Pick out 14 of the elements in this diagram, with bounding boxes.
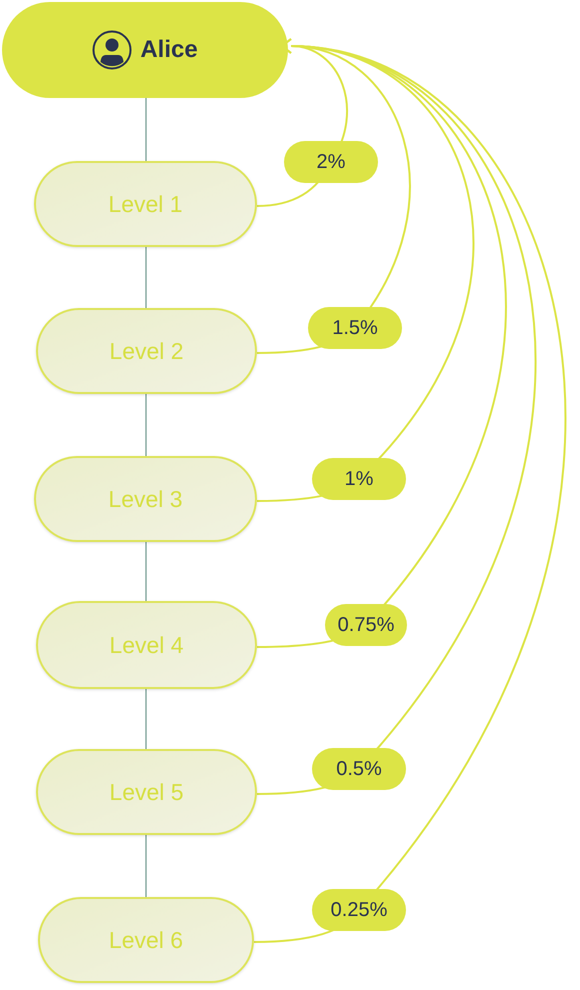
arrow — [254, 38, 566, 943]
level-label: Level 1 — [108, 190, 183, 219]
level-label: Level 4 — [109, 630, 184, 660]
edge-label: 0.75% — [325, 604, 407, 646]
edge-label: 1.5% — [308, 307, 402, 349]
edge-label: 0.5% — [312, 748, 406, 790]
level-label: Level 2 — [109, 336, 184, 366]
edge-label: 2% — [284, 141, 378, 183]
level-label: Level 6 — [108, 926, 184, 955]
person-name: Alice — [140, 35, 198, 65]
edge-label: 0.25% — [312, 889, 406, 931]
level-label: Level 5 — [109, 778, 184, 807]
edge-label: 1% — [312, 458, 406, 500]
level-label: Level 3 — [108, 484, 183, 514]
